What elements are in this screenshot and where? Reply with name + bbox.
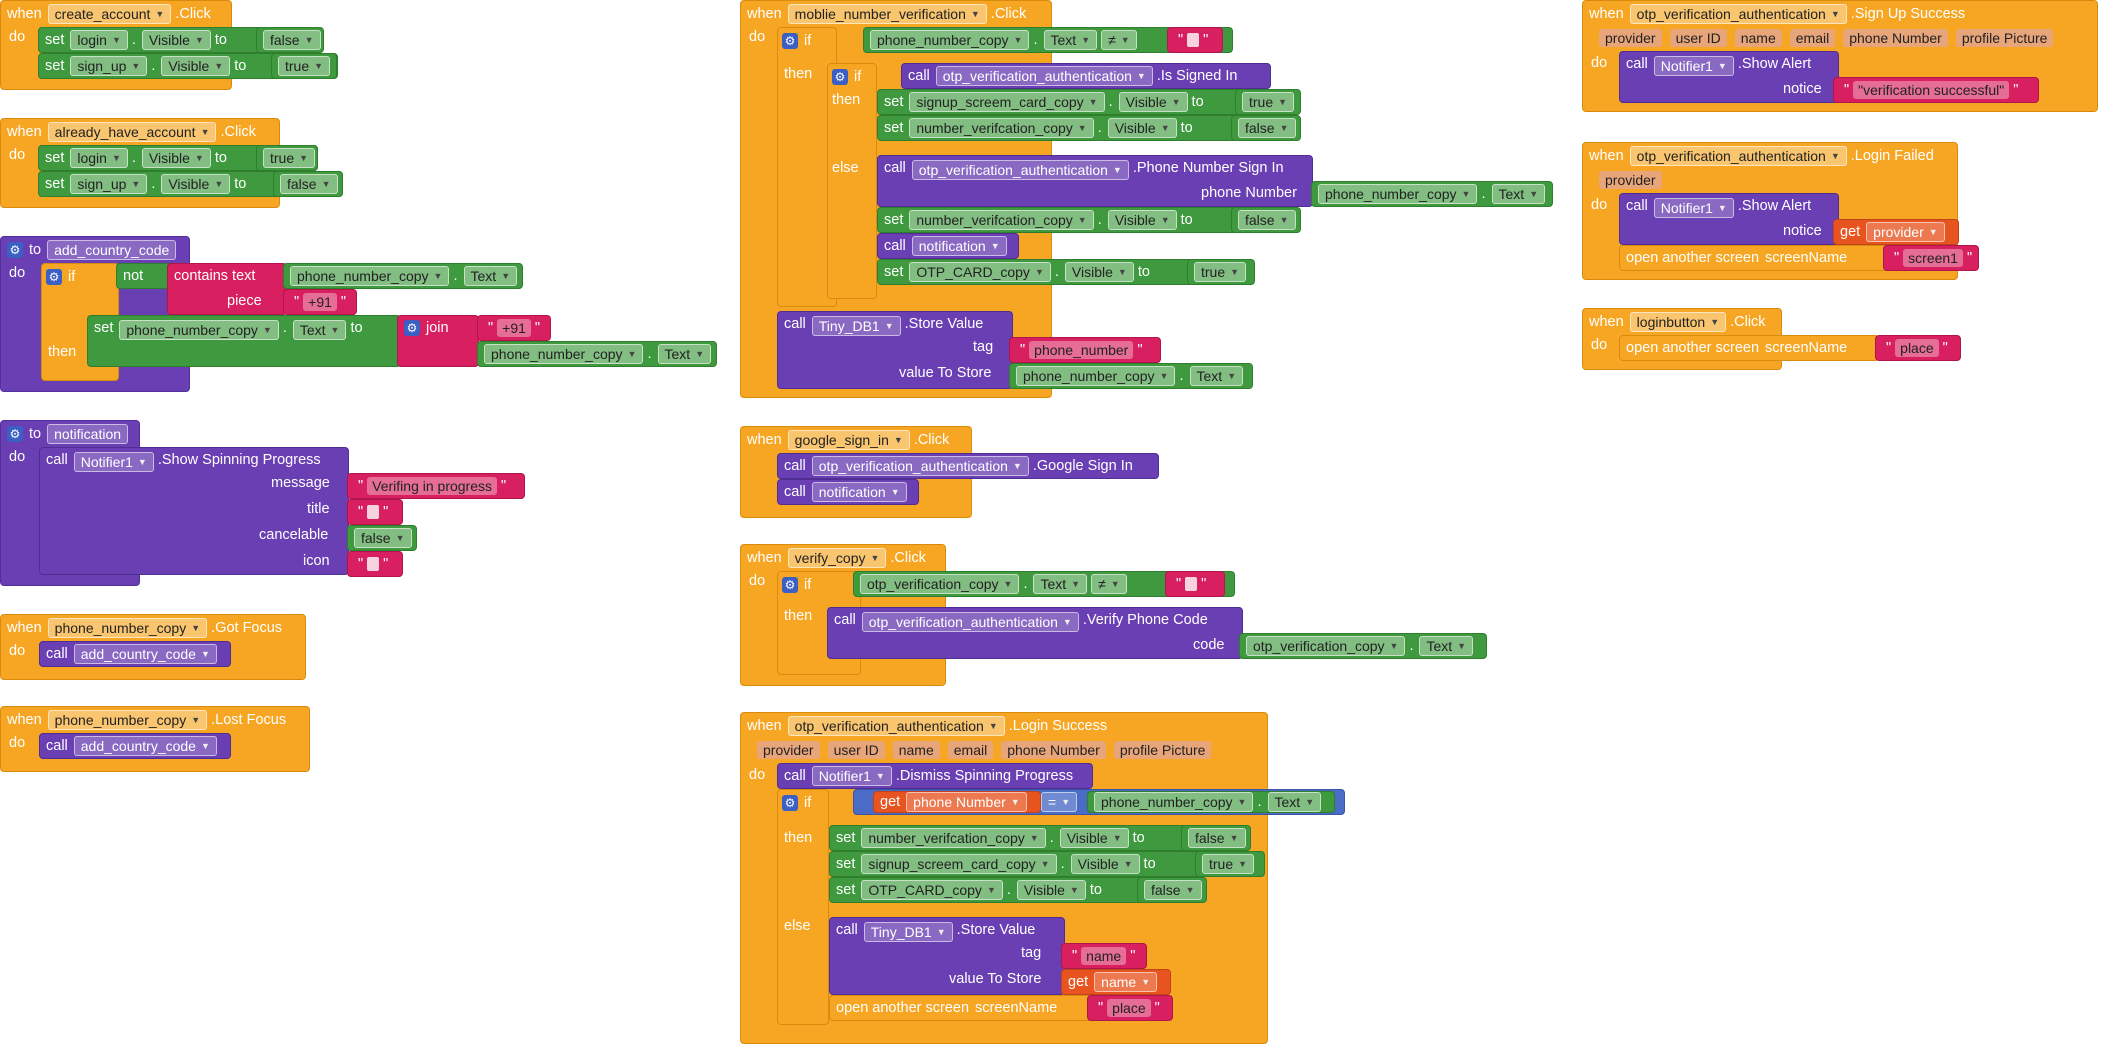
contains-text-block[interactable]: contains text — [167, 263, 287, 315]
string-name[interactable]: "name" — [1061, 943, 1147, 969]
gear-icon: ⚙ — [782, 795, 798, 811]
otp-verification-copy-text[interactable]: otp_verification_copy▼.Text▼ — [1239, 633, 1487, 659]
string-empty[interactable]: "" — [347, 551, 403, 577]
true-value[interactable]: true▼ — [271, 53, 337, 79]
string-verifying[interactable]: "Verifing in progress" — [347, 473, 525, 499]
gear-icon: ⚙ — [7, 426, 23, 442]
false-value[interactable]: false▼ — [273, 171, 343, 197]
string-empty[interactable]: "" — [347, 499, 403, 525]
false-value[interactable]: false▼ — [347, 525, 417, 551]
gear-icon: ⚙ — [404, 320, 420, 336]
false-value[interactable]: false▼ — [1181, 825, 1251, 851]
event-params: provider — [1599, 167, 1670, 193]
false-value[interactable]: false▼ — [1137, 877, 1207, 903]
if-else-block[interactable]: ⚙if then else — [777, 789, 829, 1025]
false-value[interactable]: false▼ — [256, 27, 324, 53]
join-block[interactable]: ⚙join — [397, 315, 479, 367]
string-plus91[interactable]: "+91" — [477, 315, 551, 341]
string-place[interactable]: "place" — [1087, 995, 1173, 1021]
gear-icon: ⚙ — [7, 242, 23, 258]
true-value[interactable]: true▼ — [1195, 851, 1265, 877]
false-value[interactable]: false▼ — [1231, 207, 1301, 233]
true-value[interactable]: true▼ — [256, 145, 318, 171]
not-block[interactable]: not — [116, 263, 176, 289]
gear-icon: ⚙ — [782, 33, 798, 49]
gear-icon: ⚙ — [782, 577, 798, 593]
string-screen1[interactable]: "screen1" — [1883, 245, 1979, 271]
phone-number-copy-text[interactable]: phone_number_copy▼.Text▼ — [477, 341, 717, 367]
string-place[interactable]: "place" — [1875, 335, 1961, 361]
string-plus91[interactable]: "+91" — [283, 289, 357, 315]
string-phone-number[interactable]: "phone_number" — [1009, 337, 1161, 363]
phone-number-copy-text[interactable]: phone_number_copy▼.Text▼ — [1087, 791, 1335, 813]
gear-icon: ⚙ — [46, 269, 62, 285]
true-value[interactable]: true▼ — [1187, 259, 1255, 285]
true-value[interactable]: true▼ — [1235, 89, 1301, 115]
phone-number-copy-text[interactable]: phone_number_copy▼.Text▼ — [1311, 181, 1553, 207]
string-empty[interactable]: "" — [1167, 27, 1223, 53]
false-value[interactable]: false▼ — [1231, 115, 1301, 141]
string-verification-successful[interactable]: ""verification successful"" — [1833, 77, 2039, 103]
gear-icon: ⚙ — [832, 69, 848, 85]
phone-number-copy-text[interactable]: phone_number_copy▼.Text▼ — [1009, 363, 1253, 389]
phone-number-copy-text[interactable]: phone_number_copy▼.Text▼ — [283, 263, 523, 289]
component-dropdown[interactable]: create_account▼ — [47, 4, 172, 24]
if-else-block[interactable]: ⚙if then else — [827, 63, 877, 299]
string-empty[interactable]: "" — [1165, 571, 1225, 597]
